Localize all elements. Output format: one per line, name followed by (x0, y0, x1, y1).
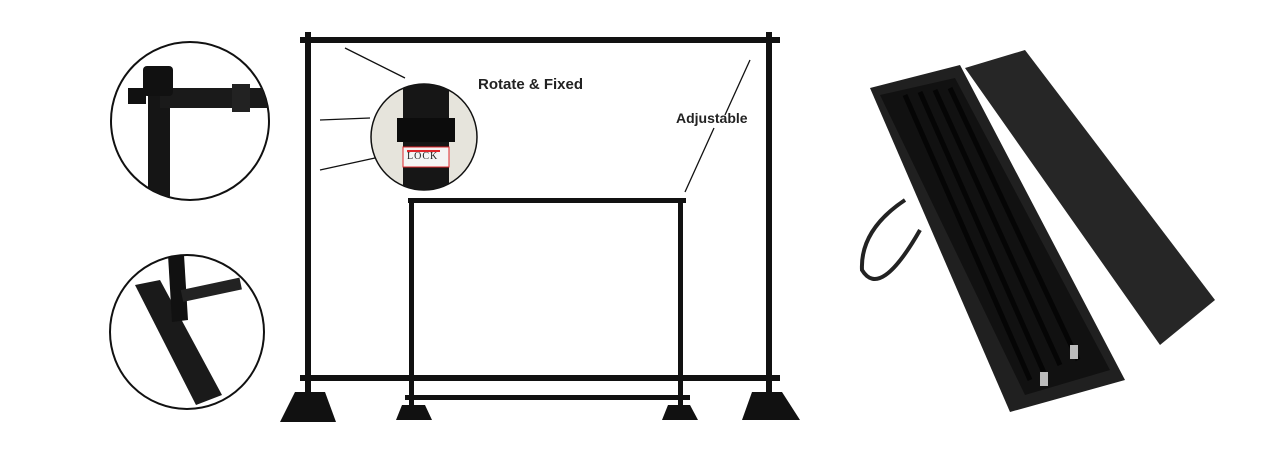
adjustable-label: Adjustable (676, 110, 748, 126)
arrows (319, 47, 751, 193)
detail-circle-base (109, 254, 265, 410)
detail-circle-lock (370, 83, 478, 191)
lock-sticker-label: LOCK (407, 151, 439, 162)
rotate-fixed-label: Rotate & Fixed (478, 76, 584, 93)
backdrop-stand-large (280, 32, 800, 422)
detail-circle-joint (110, 41, 270, 201)
carry-bag (859, 50, 1215, 412)
backdrop-stand-small (396, 198, 698, 420)
